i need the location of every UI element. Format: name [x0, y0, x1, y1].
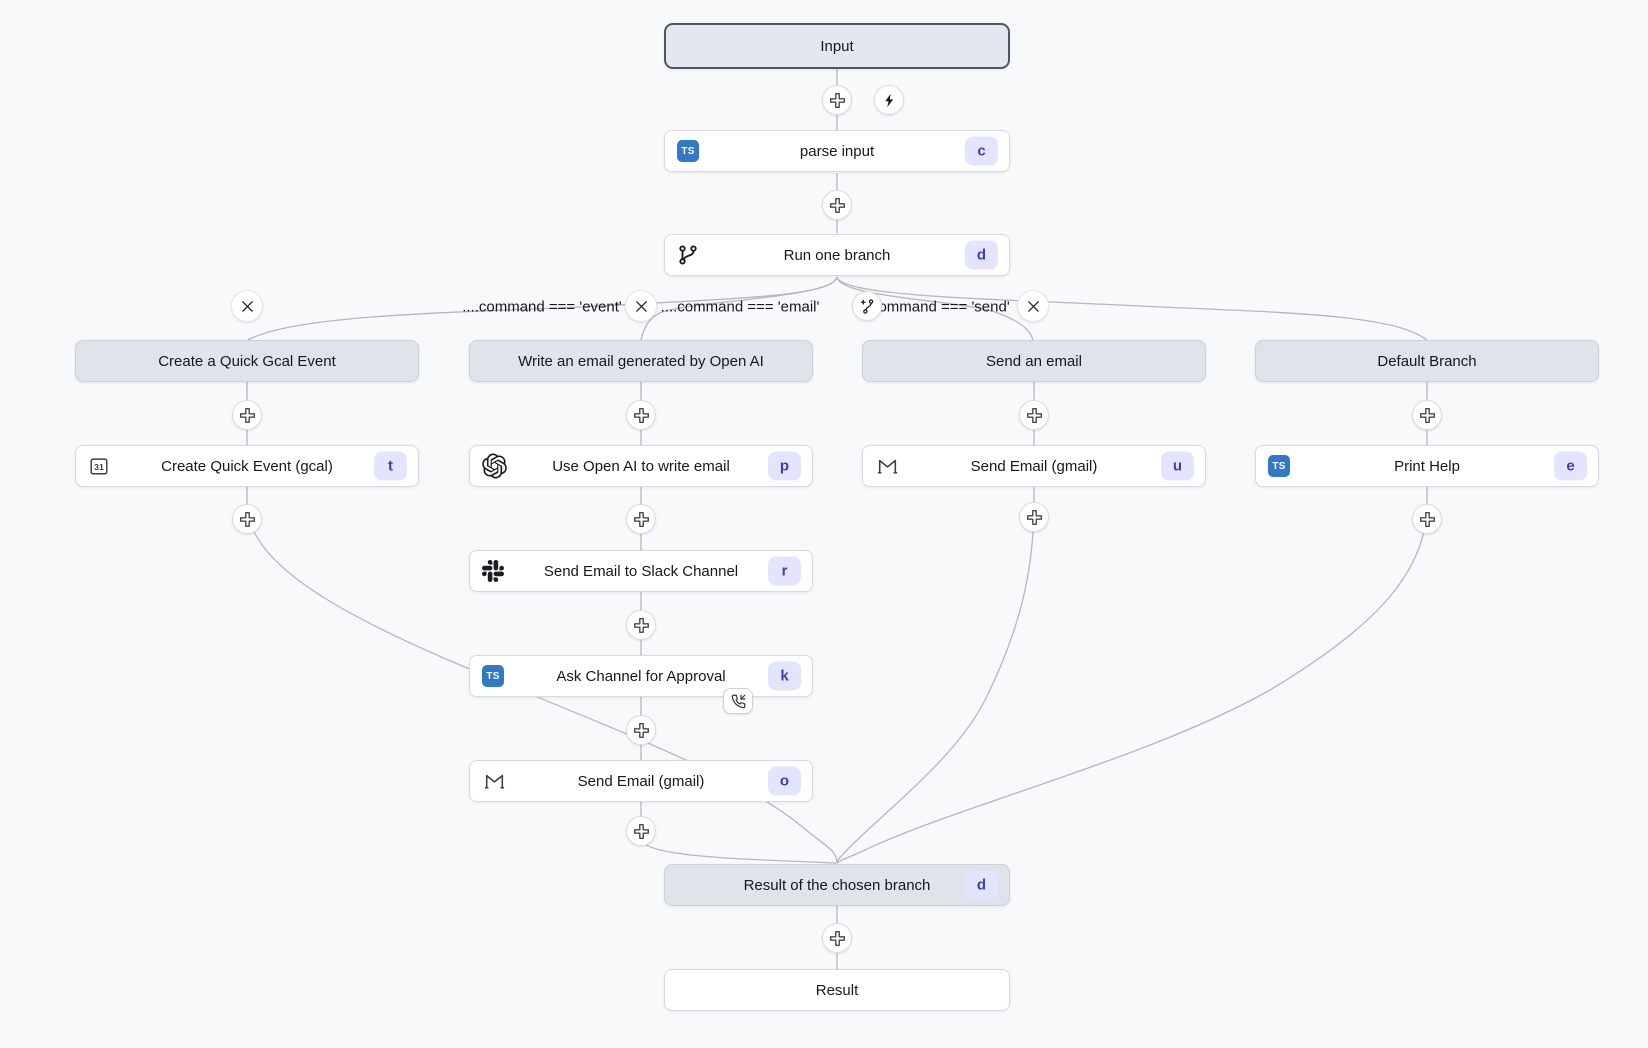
- plus-icon: [633, 617, 649, 633]
- result-node[interactable]: Result: [664, 969, 1010, 1011]
- branch1-condition-label: ....command === 'event': [462, 298, 622, 316]
- step-send-email-gmail[interactable]: Send Email (gmail) u: [862, 445, 1206, 487]
- result-node-label: Result: [815, 981, 859, 999]
- step-id-badge: u: [1161, 451, 1194, 481]
- step-id-badge: e: [1554, 451, 1587, 481]
- svg-text:31: 31: [94, 462, 104, 472]
- phone-incoming-icon: [731, 694, 745, 708]
- openai-icon: [482, 453, 507, 479]
- trigger-button[interactable]: [874, 85, 904, 115]
- close-icon: [241, 300, 253, 312]
- branch3-header[interactable]: Send an email: [862, 340, 1206, 382]
- add-step-button[interactable]: [626, 816, 656, 846]
- typescript-icon: TS: [677, 140, 699, 162]
- git-branch-icon: [679, 245, 697, 265]
- edge-converge-b2: [640, 839, 838, 864]
- branch4-header[interactable]: Default Branch: [1255, 340, 1599, 382]
- add-step-button[interactable]: [626, 504, 656, 534]
- branch1-header-label: Create a Quick Gcal Event: [158, 352, 336, 370]
- step-label: Send Email (gmail): [577, 772, 705, 790]
- add-step-button[interactable]: [626, 715, 656, 745]
- step-run-one-branch[interactable]: Run one branch d: [664, 234, 1010, 276]
- add-step-button[interactable]: [232, 400, 262, 430]
- step-id-badge: d: [965, 870, 998, 900]
- branch2-condition-label: ....command === 'email': [660, 298, 820, 316]
- edge-converge-b4: [836, 487, 1428, 864]
- close-icon: [635, 300, 647, 312]
- step-id-badge: d: [965, 240, 998, 270]
- step-label: Ask Channel for Approval: [556, 667, 726, 685]
- plus-icon: [829, 930, 845, 946]
- step-label: Use Open AI to write email: [552, 457, 730, 475]
- typescript-icon: TS: [482, 665, 504, 687]
- step-run-one-branch-label: Run one branch: [783, 246, 891, 264]
- suspend-approval-button[interactable]: [723, 688, 753, 714]
- step-id-badge: t: [374, 451, 407, 481]
- plus-icon: [1026, 509, 1042, 525]
- branch3-header-label: Send an email: [986, 352, 1082, 370]
- add-step-button[interactable]: [232, 504, 262, 534]
- plus-icon: [239, 511, 255, 527]
- plus-icon: [1419, 511, 1435, 527]
- step-id-badge: r: [768, 556, 801, 586]
- plus-icon: [633, 722, 649, 738]
- step-parse-input[interactable]: TS parse input c: [664, 130, 1010, 172]
- step-id-badge: p: [768, 451, 801, 481]
- lightning-icon: [884, 93, 893, 107]
- plus-icon: [1026, 407, 1042, 423]
- branch4-header-label: Default Branch: [1377, 352, 1477, 370]
- delete-branch2-button[interactable]: [625, 290, 657, 322]
- step-print-help[interactable]: TS Print Help e: [1255, 445, 1599, 487]
- add-step-button[interactable]: [822, 923, 852, 953]
- add-branch-button[interactable]: [852, 291, 882, 321]
- step-send-email-gmail-2[interactable]: Send Email (gmail) o: [469, 760, 813, 802]
- add-step-button[interactable]: [822, 85, 852, 115]
- gcal-icon: 31: [90, 458, 108, 475]
- add-step-button[interactable]: [1412, 504, 1442, 534]
- add-step-button[interactable]: [626, 610, 656, 640]
- step-label: Send Email (gmail): [970, 457, 1098, 475]
- add-step-button[interactable]: [1412, 400, 1442, 430]
- plus-icon: [633, 511, 649, 527]
- plus-icon: [239, 407, 255, 423]
- gmail-icon: [877, 459, 898, 474]
- add-step-button[interactable]: [626, 400, 656, 430]
- plus-icon: [633, 823, 649, 839]
- add-step-button[interactable]: [822, 190, 852, 220]
- step-label: Send Email to Slack Channel: [543, 562, 739, 580]
- add-step-button[interactable]: [1019, 400, 1049, 430]
- plus-icon: [829, 92, 845, 108]
- step-label: Print Help: [1394, 457, 1460, 475]
- branch3-condition-label: ....command === 'send': [854, 298, 1010, 316]
- gmail-icon: [484, 774, 505, 789]
- step-id-badge: c: [965, 136, 998, 166]
- step-send-email-slack[interactable]: Send Email to Slack Channel r: [469, 550, 813, 592]
- delete-branch1-button[interactable]: [231, 290, 263, 322]
- edge-converge-b3: [836, 487, 1035, 864]
- step-id-badge: o: [768, 766, 801, 796]
- plus-icon: [633, 407, 649, 423]
- step-use-openai[interactable]: Use Open AI to write email p: [469, 445, 813, 487]
- step-id-badge: k: [768, 661, 801, 691]
- step-ask-channel-approval[interactable]: TS Ask Channel for Approval k: [469, 655, 813, 697]
- input-node[interactable]: Input: [664, 23, 1010, 69]
- branch1-header[interactable]: Create a Quick Gcal Event: [75, 340, 419, 382]
- add-step-button[interactable]: [1019, 502, 1049, 532]
- result-chosen-branch-label: Result of the chosen branch: [743, 876, 931, 894]
- step-label: Create Quick Event (gcal): [161, 457, 333, 475]
- result-chosen-branch-node[interactable]: Result of the chosen branch d: [664, 864, 1010, 906]
- close-icon: [1027, 300, 1039, 312]
- plus-icon: [1419, 407, 1435, 423]
- branch2-header[interactable]: Write an email generated by Open AI: [469, 340, 813, 382]
- delete-branch3-button[interactable]: [1017, 290, 1049, 322]
- step-parse-input-label: parse input: [799, 142, 875, 160]
- plus-icon: [829, 197, 845, 213]
- git-branch-plus-icon: [860, 298, 873, 314]
- step-create-quick-event[interactable]: 31 Create Quick Event (gcal) t: [75, 445, 419, 487]
- slack-icon: [482, 560, 504, 582]
- input-node-label: Input: [820, 37, 854, 55]
- typescript-icon: TS: [1268, 455, 1290, 477]
- branch2-header-label: Write an email generated by Open AI: [518, 352, 764, 370]
